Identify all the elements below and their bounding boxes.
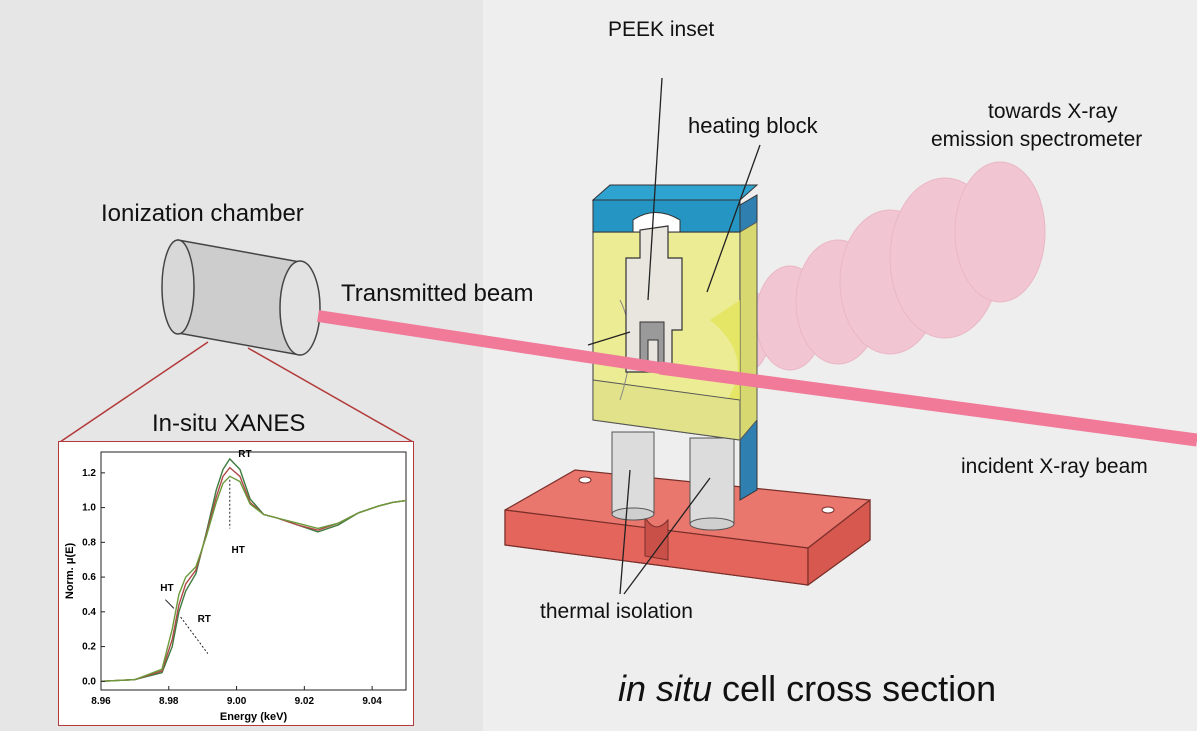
emission-ring bbox=[954, 161, 1046, 303]
caption-italic: in situ bbox=[618, 668, 713, 709]
transmitted-beam bbox=[317, 310, 661, 374]
x-tick-label: 9.00 bbox=[227, 696, 247, 707]
annotation-arrow bbox=[180, 616, 209, 654]
x-axis-label: Energy (keV) bbox=[220, 711, 288, 723]
series-line bbox=[100, 475, 407, 682]
label-heating-block: heating block bbox=[688, 113, 818, 138]
x-tick-label: 8.98 bbox=[159, 696, 179, 707]
xanes-chart: 8.96 8.98 9.00 9.02 9.04 0.0 0.2 0.4 0.6 0.8 1.0 1.… bbox=[64, 449, 407, 723]
emission-cone bbox=[718, 161, 1046, 373]
annotation-arrow bbox=[165, 599, 175, 609]
pointer-heating bbox=[706, 144, 761, 293]
pointer-thermal bbox=[623, 477, 711, 595]
y-tick-label: 0.8 bbox=[82, 537, 96, 548]
chart-annotation: HT bbox=[160, 583, 173, 594]
label-ionization-chamber: Ionization chamber bbox=[101, 200, 304, 227]
label-incident-beam: incident X-ray beam bbox=[961, 455, 1148, 478]
y-axis-label: Norm. μ(E) bbox=[64, 543, 76, 600]
label-towards-line2: emission spectrometer bbox=[931, 128, 1143, 151]
ionization-chamber bbox=[161, 239, 321, 356]
x-tick-label: 8.96 bbox=[91, 696, 111, 707]
chart-annotation: HT bbox=[231, 545, 244, 556]
zoom-line bbox=[59, 341, 209, 443]
peek-inset bbox=[625, 225, 683, 373]
top-cap bbox=[591, 184, 759, 233]
y-tick-label: 0.6 bbox=[82, 572, 96, 583]
y-tick-label: 0.0 bbox=[82, 676, 96, 687]
xanes-inset: 8.96 8.98 9.00 9.02 9.04 0.0 0.2 0.4 0.6 0.8 1.0 1.… bbox=[58, 441, 414, 726]
label-towards-line1: towards X-ray bbox=[988, 100, 1118, 123]
y-tick-label: 1.0 bbox=[82, 503, 96, 514]
x-tick-label: 9.02 bbox=[295, 696, 315, 707]
zoom-line bbox=[247, 347, 414, 443]
x-tick-label: 9.04 bbox=[362, 696, 382, 707]
pointer-transmitted bbox=[587, 331, 631, 346]
incident-beam bbox=[659, 361, 1197, 447]
series-line bbox=[100, 457, 407, 682]
y-tick-label: 0.2 bbox=[82, 642, 96, 653]
chart-title: In-situ XANES bbox=[152, 410, 306, 437]
plot-area bbox=[100, 451, 407, 691]
y-tick-label: 0.4 bbox=[82, 607, 96, 618]
label-peek-inset: PEEK inset bbox=[608, 18, 715, 41]
chart-annotation: RT bbox=[198, 614, 211, 625]
label-thermal-isolation: thermal isolation bbox=[540, 600, 693, 623]
caption-rest: cell cross section bbox=[712, 668, 997, 709]
label-transmitted-beam: Transmitted beam bbox=[341, 280, 534, 307]
caption: in situ cell cross section bbox=[618, 668, 996, 710]
pointer-peek bbox=[647, 77, 663, 301]
series-line bbox=[100, 466, 407, 682]
base-plate bbox=[504, 469, 871, 587]
y-tick-label: 1.2 bbox=[82, 468, 96, 479]
thermal-isolation-legs bbox=[611, 431, 735, 531]
pointer-thermal bbox=[619, 469, 631, 595]
chart-annotation: RT bbox=[238, 449, 251, 460]
